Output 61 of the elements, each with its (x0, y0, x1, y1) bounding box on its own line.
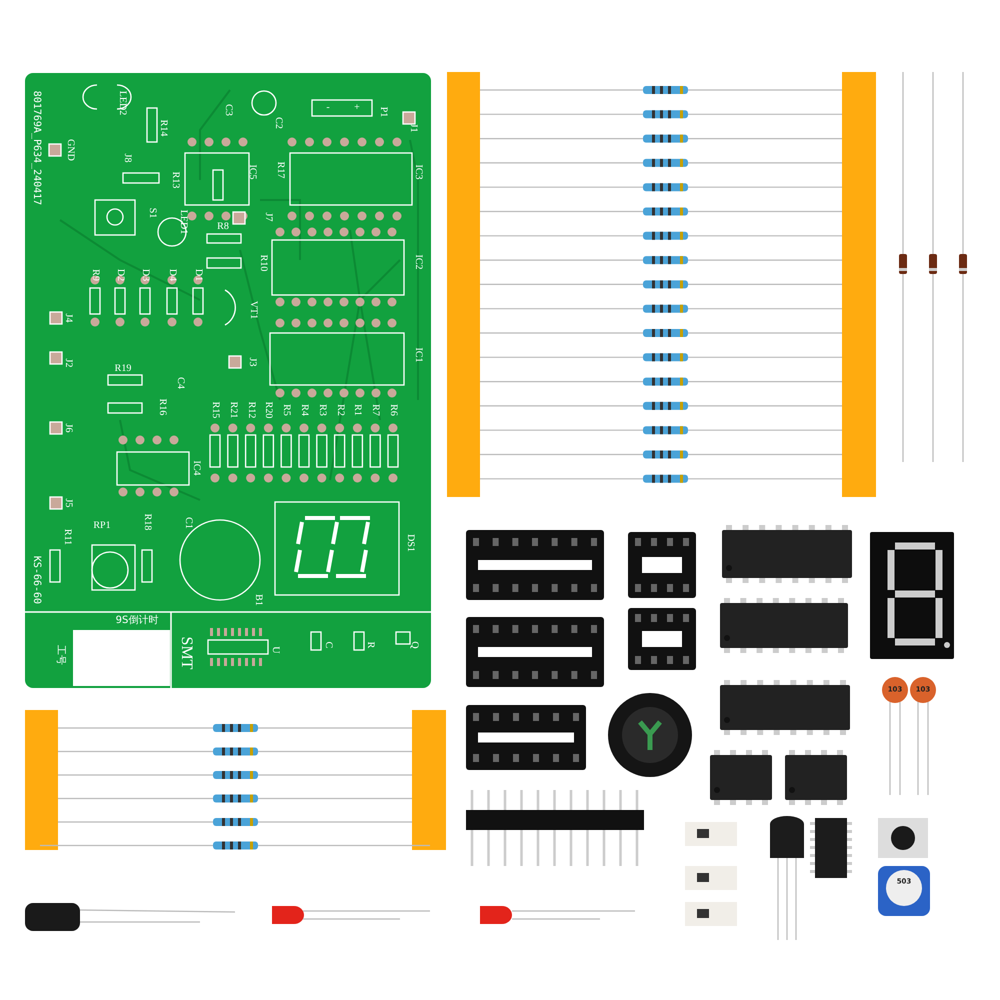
silkscreen-label: IC2 (413, 254, 423, 270)
silkscreen-label: R20 (263, 402, 274, 418)
silkscreen-label: DS1 (405, 534, 415, 552)
silkscreen-label: J6 (63, 424, 73, 432)
silkscreen-label: IC3 (413, 164, 423, 180)
silkscreen-label: D3 (140, 268, 150, 282)
silkscreen-label: R13 (170, 172, 180, 188)
silkscreen-label: Q (409, 641, 419, 649)
silkscreen-label: R4 (299, 404, 309, 416)
silkscreen-label: IC4 (191, 460, 201, 476)
silkscreen-label: C4 (175, 377, 185, 389)
silkscreen-label: R7 (370, 404, 380, 416)
silkscreen-label: C3 (223, 104, 233, 116)
silkscreen-label: R5 (281, 404, 292, 416)
silkscreen-label: R18 (142, 514, 152, 530)
silkscreen-label: 工号 (54, 643, 66, 667)
silkscreen-label: J7 (263, 212, 273, 222)
silkscreen-label: - (326, 103, 330, 113)
silkscreen-label: B1 (253, 594, 263, 606)
silkscreen-label: R16 (157, 398, 167, 416)
silkscreen-label: IC5 (247, 164, 257, 180)
silkscreen-label: J2 (63, 358, 73, 368)
silkscreen-label: J8 (122, 154, 132, 162)
silkscreen-label: GND (65, 139, 75, 161)
silkscreen-label: J5 (63, 498, 73, 508)
silkscreen-label: J4 (63, 314, 73, 322)
silkscreen-label: R19 (114, 364, 132, 374)
silkscreen-label: R12 (246, 402, 256, 418)
silkscreen-label: R10 (258, 254, 268, 272)
silkscreen-label: J1 (408, 124, 418, 132)
silkscreen-label: KS-66-60 (31, 556, 41, 604)
silkscreen-label: U (270, 646, 280, 654)
silkscreen-label: RP1 (93, 521, 111, 531)
silkscreen-label: R9 (90, 269, 100, 281)
silkscreen-label: S1 (147, 208, 157, 218)
silkscreen-label: R3 (316, 404, 327, 416)
silkscreen-label: R11 (62, 528, 72, 546)
silkscreen-label: C (323, 642, 333, 648)
silkscreen-label: R8 (217, 222, 229, 232)
silkscreen-label: J3 (247, 358, 257, 366)
silkscreen-label: R15 (210, 402, 220, 418)
silkscreen-label: VT1 (248, 300, 258, 320)
silkscreen-label: R6 (388, 404, 398, 416)
silkscreen-label: + (354, 103, 360, 113)
silkscreen-label: P1 (378, 106, 388, 118)
silkscreen-label: R17 (275, 162, 285, 178)
silkscreen-label: D2 (115, 268, 125, 282)
silkscreen-label: R (365, 642, 375, 648)
silkscreen-label: C1 (183, 517, 193, 529)
silkscreen-label: R21 (228, 402, 238, 418)
silkscreen-label: IC1 (413, 348, 423, 362)
silkscreen-label: 801769A_P634_240417 (31, 90, 41, 206)
silkscreen-label: R1 (352, 404, 362, 416)
silkscreen-label: SMT (178, 636, 194, 670)
silkscreen-label: LED2 (117, 90, 127, 116)
silkscreen-label: C2 (273, 117, 283, 129)
silkscreen-label: 9S倒计时 (114, 615, 160, 627)
silkscreen-label: D4 (167, 268, 177, 282)
silkscreen-label: D1 (193, 268, 203, 282)
silkscreen-label: R14 (158, 120, 168, 136)
silkscreen-label: R2 (334, 404, 345, 416)
